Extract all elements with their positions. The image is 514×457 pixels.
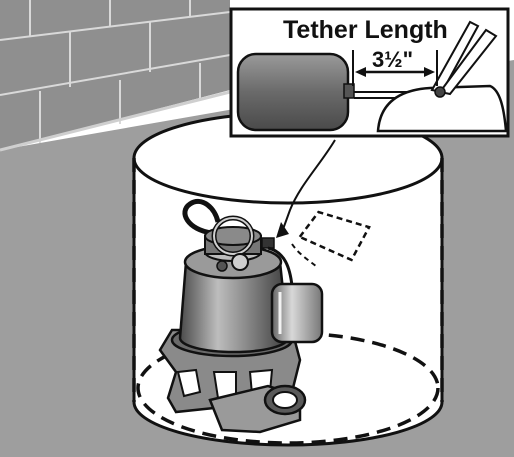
inset-float (238, 54, 348, 130)
tether-length-inset: Tether Length 3½" (231, 9, 508, 136)
dimension-label: 3½" (372, 47, 413, 72)
inset-title: Tether Length (283, 16, 448, 44)
